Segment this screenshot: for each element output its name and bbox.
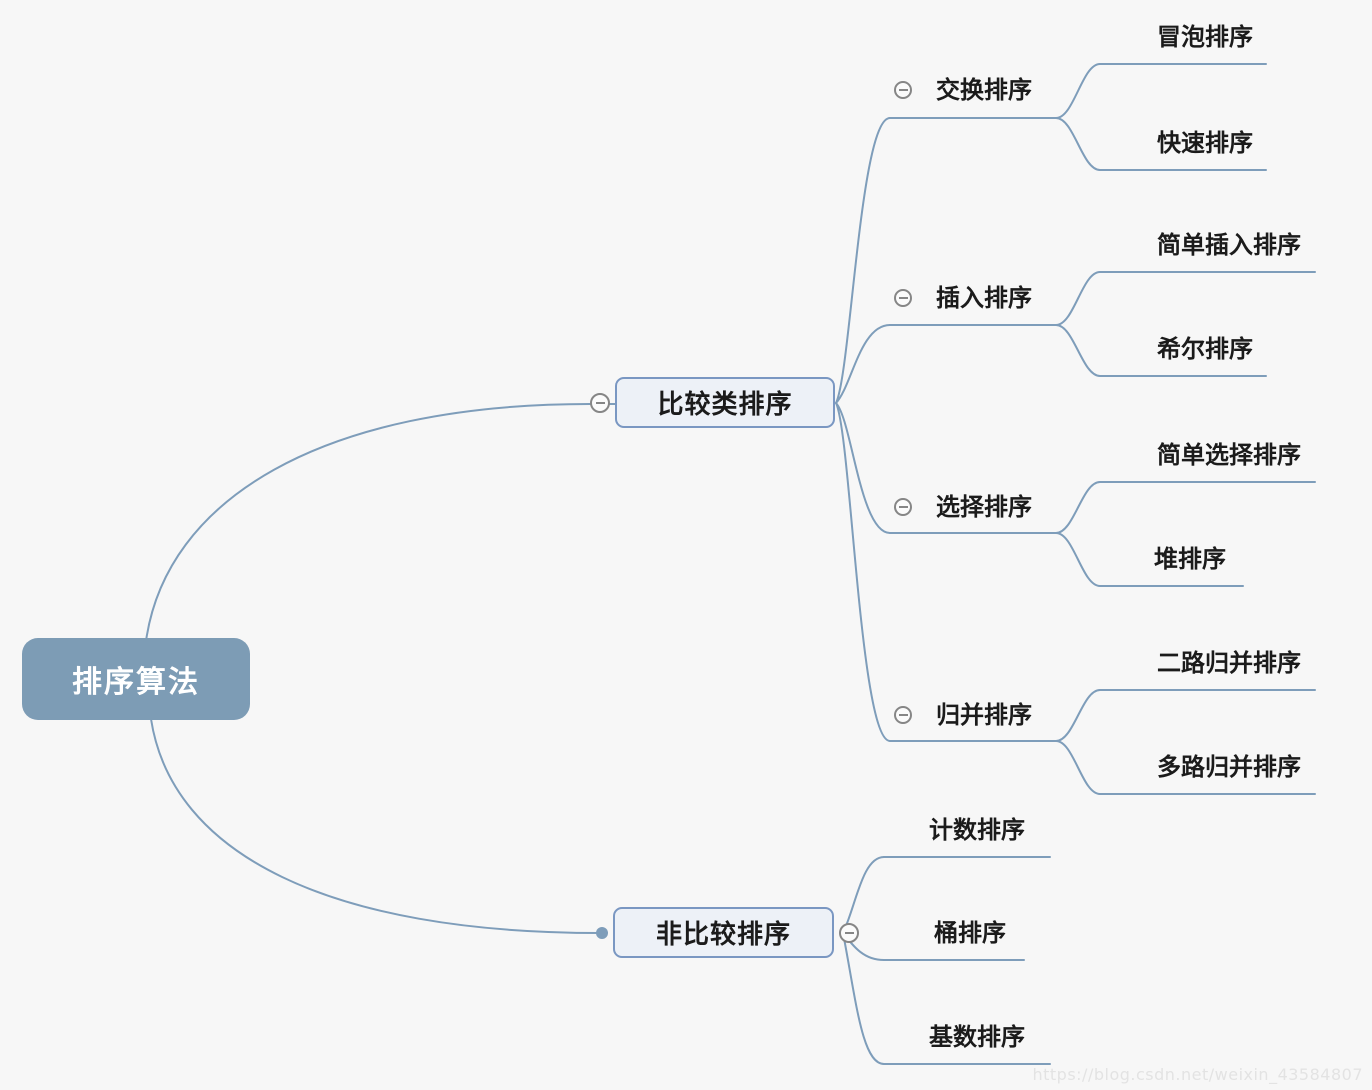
- topic-simple-selection-sort[interactable]: 简单选择排序: [1157, 441, 1301, 469]
- watermark-text: https://blog.csdn.net/weixin_43584807: [1032, 1065, 1363, 1084]
- topic-simple-insertion-sort[interactable]: 简单插入排序: [1157, 231, 1301, 259]
- collapse-button-non-comparison-sort[interactable]: [839, 923, 859, 943]
- minus-icon: [595, 402, 605, 404]
- minus-icon: [898, 506, 908, 508]
- connector: [835, 117, 891, 404]
- minus-icon: [844, 932, 854, 934]
- connector-root-to-noncomparison: [150, 718, 601, 934]
- connector: [1055, 271, 1101, 326]
- collapse-button-exchange-sort[interactable]: [894, 81, 912, 99]
- root-topic[interactable]: 排序算法: [22, 638, 250, 720]
- connector: [842, 856, 885, 934]
- topic-selection-sort[interactable]: 选择排序: [936, 493, 1032, 521]
- collapse-button-insertion-sort[interactable]: [894, 289, 912, 307]
- minus-icon: [898, 714, 908, 716]
- connector: [835, 324, 891, 404]
- collapse-button-comparison-sort[interactable]: [590, 393, 610, 413]
- topic-shell-sort[interactable]: 希尔排序: [1157, 335, 1253, 363]
- branch-anchor-dot: [596, 927, 608, 939]
- topic-two-way-merge-sort[interactable]: 二路归并排序: [1157, 649, 1301, 677]
- minus-icon: [898, 89, 908, 91]
- topic-bubble-sort[interactable]: 冒泡排序: [1157, 23, 1253, 51]
- connector: [1055, 481, 1101, 534]
- topic-multi-way-merge-sort[interactable]: 多路归并排序: [1157, 753, 1301, 781]
- connector-root-to-comparison: [145, 403, 616, 642]
- minus-icon: [898, 297, 908, 299]
- topic-radix-sort[interactable]: 基数排序: [929, 1023, 1025, 1051]
- connector: [1055, 63, 1101, 119]
- topic-comparison-sort[interactable]: 比较类排序: [615, 377, 835, 428]
- connector: [1055, 324, 1101, 377]
- connector: [842, 932, 885, 1065]
- topic-merge-sort[interactable]: 归并排序: [936, 701, 1032, 729]
- topic-quick-sort[interactable]: 快速排序: [1157, 129, 1253, 157]
- collapse-button-merge-sort[interactable]: [894, 706, 912, 724]
- topic-insertion-sort[interactable]: 插入排序: [936, 284, 1032, 312]
- collapse-button-selection-sort[interactable]: [894, 498, 912, 516]
- topic-non-comparison-sort[interactable]: 非比较排序: [613, 907, 834, 958]
- topic-exchange-sort[interactable]: 交换排序: [936, 76, 1032, 104]
- topic-heap-sort[interactable]: 堆排序: [1154, 545, 1226, 573]
- connector: [835, 402, 891, 742]
- connector: [835, 402, 891, 534]
- connector: [1055, 532, 1101, 587]
- topic-counting-sort[interactable]: 计数排序: [929, 816, 1025, 844]
- connector: [1055, 689, 1101, 742]
- connector: [1055, 740, 1101, 795]
- connector: [1055, 117, 1101, 171]
- topic-bucket-sort[interactable]: 桶排序: [934, 919, 1006, 947]
